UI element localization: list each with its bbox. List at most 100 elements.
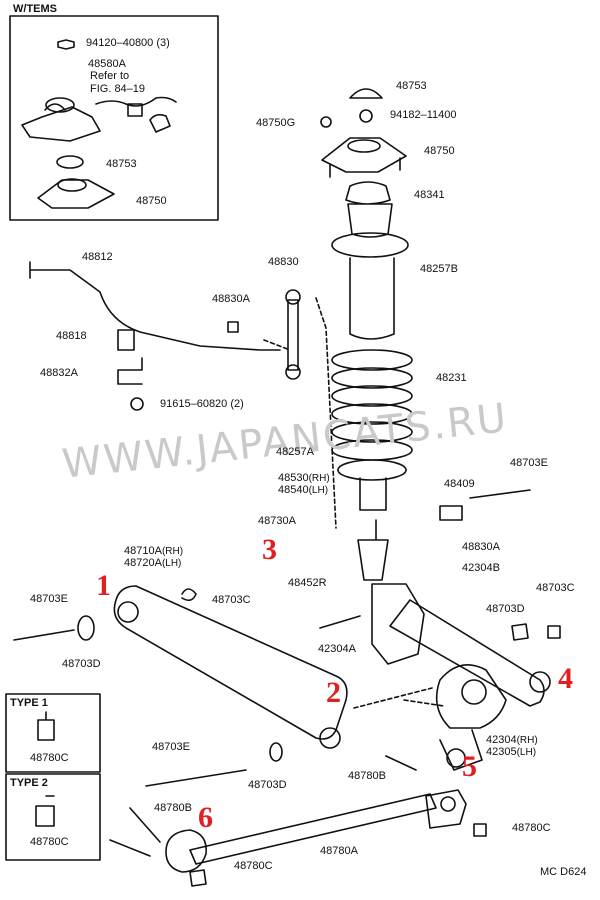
clip-48703C [181, 588, 197, 602]
strut-bracket [371, 583, 425, 665]
inset-box [9, 15, 219, 221]
lower-arm-rear [389, 599, 545, 707]
n-symbol [359, 109, 373, 123]
label-48780A: 48780A [320, 845, 358, 857]
label-48832A: 48832A [40, 367, 78, 379]
label-48703C-left: 48703C [212, 594, 251, 606]
figure-code: MC D624 [540, 866, 587, 878]
label-48452R: 48452R [288, 577, 327, 589]
label-94120: 94120–40800 (3) [86, 37, 170, 49]
bracket-48832A [117, 357, 143, 385]
strut-rod [189, 793, 437, 865]
label-48703D-left: 48703D [62, 658, 101, 670]
shock-absorber [357, 477, 389, 581]
label-42304: 42304(RH) [486, 734, 538, 746]
stabilizer-bar [29, 269, 281, 351]
bump-stop [345, 181, 393, 238]
label-48812: 48812 [82, 251, 113, 263]
inset-nut [57, 39, 75, 50]
label-48818: 48818 [56, 330, 87, 342]
label-48753: 48753 [396, 80, 427, 92]
label-48341: 48341 [414, 189, 445, 201]
bolt-48703E-left [13, 629, 75, 641]
label-48830: 48830 [268, 256, 299, 268]
label-48231: 48231 [436, 372, 467, 384]
type1-part: 48780C [30, 752, 69, 764]
label-48530: 48530(RH) [278, 472, 330, 484]
callout-6: 6 [198, 801, 213, 834]
label-48830A-top: 48830A [212, 293, 250, 305]
label-48830A-mid: 48830A [462, 541, 500, 553]
label-48780C-bottom: 48780C [234, 860, 273, 872]
bolt-48703E-right [469, 489, 531, 499]
stabilizer-link [287, 299, 299, 371]
bolt-48780B-bottom [385, 755, 417, 771]
label-48703E-bottom: 48703E [152, 741, 190, 753]
label-42304B: 42304B [462, 562, 500, 574]
label-42305: 42305(LH) [486, 746, 537, 758]
nut-48780C-right [473, 823, 487, 837]
nut-48780C-bottom [189, 869, 207, 887]
inset-refer-2: FIG. 84–19 [90, 83, 146, 95]
callout-4: 4 [558, 662, 573, 695]
label-48703D-bottom: 48703D [248, 779, 287, 791]
type2-part: 48780C [30, 836, 69, 848]
label-48780B-bottom: 48780B [348, 770, 386, 782]
arrow-left [109, 839, 151, 857]
label-42304A: 42304A [318, 643, 356, 655]
inset-bumper [56, 155, 84, 169]
bolt-42304A [319, 615, 361, 629]
label-48257B: 48257B [420, 263, 458, 275]
nut-48703C [547, 625, 561, 639]
inset-refer-1: Refer to [90, 70, 130, 82]
label-94182: 94182–11400 [390, 109, 457, 121]
label-48780B-left: 48780B [154, 802, 192, 814]
label-48750-inset: 48750 [136, 195, 167, 207]
bumper-cap [349, 88, 383, 99]
label-48703E-right: 48703E [510, 457, 548, 469]
label-48780C-right: 48780C [512, 822, 551, 834]
bushing-48818 [117, 329, 135, 351]
lower-arm-front [113, 585, 348, 740]
label-48750G: 48750G [256, 117, 296, 129]
label-48257A: 48257A [276, 446, 314, 458]
callout-5: 5 [462, 750, 477, 783]
rod-bracket-right [425, 789, 467, 829]
label-48703D-right: 48703D [486, 603, 525, 615]
bolt-48780B-left [129, 807, 161, 843]
dust-boot [349, 257, 395, 340]
b-symbol [130, 397, 144, 411]
label-48703C-right: 48703C [536, 582, 575, 594]
callout-1: 1 [96, 569, 111, 602]
label-48710A: 48710A(RH) [124, 545, 184, 557]
upper-mount [321, 137, 407, 173]
inset-title: W/TEMS [13, 3, 57, 15]
inset-mount-750 [37, 179, 115, 209]
label-48580A: 48580A [88, 58, 126, 70]
label-48409: 48409 [444, 478, 475, 490]
rod-bushing-left [165, 829, 207, 873]
type2-box [5, 773, 101, 861]
bolt-48703E-bottom [145, 769, 247, 787]
washer-48703D-right [511, 623, 529, 641]
axle-carrier [435, 664, 507, 729]
label-48720A: 48720A(LH) [124, 557, 182, 569]
lower-spring-seat [337, 459, 407, 481]
type2-title: TYPE 2 [10, 777, 48, 789]
label-48540: 48540(LH) [278, 484, 329, 496]
spring-seat [331, 232, 409, 258]
callout-2: 2 [326, 676, 341, 709]
label-48703E-left: 48703E [30, 593, 68, 605]
label-48730A: 48730A [258, 515, 296, 527]
type1-title: TYPE 1 [10, 697, 48, 709]
label-48750: 48750 [424, 145, 455, 157]
nut-48830A [227, 321, 239, 333]
label-48753-inset: 48753 [106, 158, 137, 170]
inset-sensor-cable [95, 96, 177, 107]
label-91615: 91615–60820 (2) [160, 398, 244, 410]
callout-3: 3 [262, 533, 277, 566]
type1-box [5, 693, 101, 773]
inset-mount-580a [21, 103, 101, 142]
nut-48750G [320, 116, 332, 128]
